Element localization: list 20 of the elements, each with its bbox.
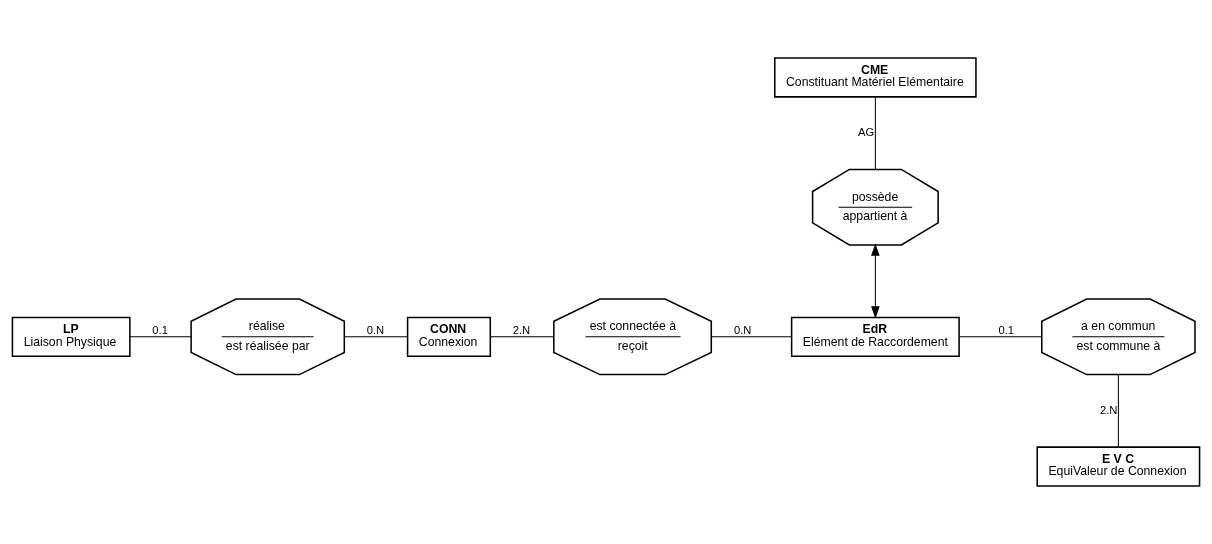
- connector: [710, 336, 792, 338]
- node-box: LP Liaison Physique: [11, 316, 131, 357]
- connector: [343, 336, 408, 338]
- edge-label: 0.N: [733, 323, 752, 336]
- node-box: EdR Elément de Raccordement: [790, 316, 960, 357]
- connector: [874, 96, 876, 170]
- edge-label: 2.N: [1100, 403, 1118, 416]
- arrow: [871, 243, 880, 319]
- connector: [490, 336, 555, 338]
- edge-label: 0.1: [152, 323, 168, 336]
- node-box: CME Constituant Matériel Elémentaire: [774, 57, 977, 98]
- connector: [958, 336, 1043, 338]
- node-box: CONN Connexion: [406, 316, 492, 357]
- edge-label: 0.N: [366, 323, 385, 336]
- connector: [129, 336, 192, 338]
- edge-label: 0.1: [998, 323, 1015, 336]
- node-box: E V C EquiValeur de Connexion: [1036, 446, 1201, 487]
- edge-label: 2.N: [512, 323, 531, 336]
- edge-label: AG: [858, 126, 875, 139]
- connector: [1117, 373, 1119, 448]
